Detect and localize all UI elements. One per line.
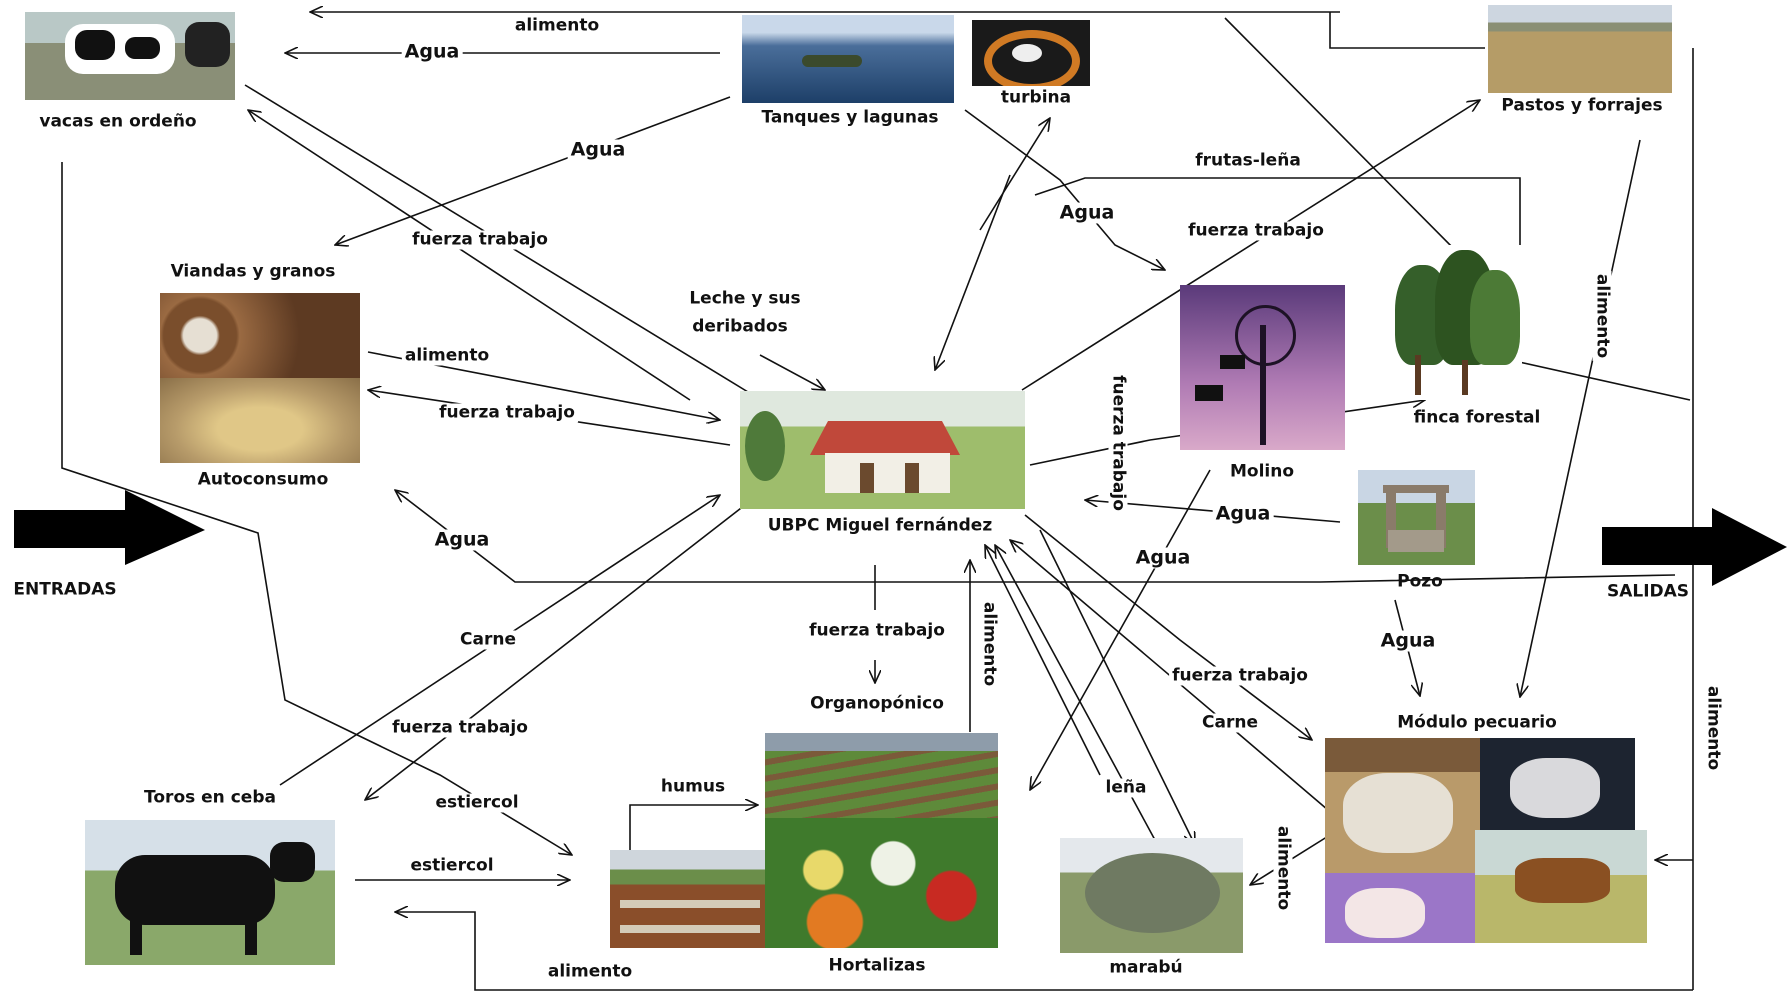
toros-image (85, 820, 335, 965)
edge-agua-molino-hort (1030, 469, 1211, 790)
edge-label-alimento-top: alimento (511, 16, 603, 36)
edge-leche (759, 354, 825, 390)
pozo-image (1358, 470, 1475, 565)
edge-modulo-ubpc (1010, 540, 1329, 811)
edge-label-estiercol-up: estiercol (432, 793, 522, 813)
molino-image (1180, 285, 1345, 450)
edge-ubpc-vacas (248, 110, 691, 401)
edge-label-alimento-bottom: alimento (544, 962, 636, 982)
node-molino: Molino (1229, 461, 1295, 482)
node-viandas: Viandas y granos (170, 261, 336, 282)
edge-label-alimento-pastos: alimento (1592, 270, 1613, 362)
edge-label-fuerza-toros: fuerza trabajo (389, 718, 531, 738)
edge-turbina-ubpc (935, 174, 1011, 370)
edge-label-agua-molino: Agua (1132, 547, 1194, 569)
edge-label-fuerza-modulo: fuerza trabajo (1169, 666, 1311, 686)
edge-pastos-modulo (1520, 139, 1641, 697)
node-ubpc: UBPC Miguel fernández (767, 515, 993, 536)
finca-image (1390, 245, 1522, 400)
edge-label-agua-pozo: Agua (1212, 503, 1274, 525)
ubpc-image (740, 391, 1025, 509)
edge-label-fuerza-vacas: fuerza trabajo (409, 230, 551, 250)
edge-label-leche2: deribados (689, 317, 791, 337)
hortalizas-top-image (765, 733, 998, 818)
edge-label-frutas: frutas-leña (1192, 151, 1304, 171)
edge-label-estiercol-toros: estiercol (407, 856, 497, 876)
modulo-image (1325, 738, 1647, 943)
node-toros: Toros en ceba (144, 787, 276, 808)
edge-agua-viandas (335, 96, 731, 245)
node-hortalizas: Hortalizas (828, 955, 926, 976)
node-autoconsumo: Autoconsumo (197, 469, 329, 490)
edge-pozo-ubpc (1085, 500, 1341, 523)
node-pastos: Pastos y forrajes (1501, 95, 1663, 116)
edge-finca-right (1509, 359, 1691, 401)
viandas-image (160, 293, 360, 463)
edge-ubpc-modulo (1024, 514, 1312, 740)
node-finca: finca forestal (1413, 407, 1541, 428)
edge-agua-molino (964, 109, 1165, 270)
edge-label-agua-auto: Agua (431, 529, 493, 551)
humus-image (610, 850, 765, 948)
node-turbina: turbina (1000, 87, 1072, 108)
salidas-arrow (1602, 508, 1787, 586)
edge-label-alimento-hort: alimento (979, 598, 1000, 690)
marabu-image (1060, 838, 1243, 953)
edge-label-fuerza-pastos: fuerza trabajo (1185, 221, 1327, 241)
edge-label-fuerza-org: fuerza trabajo (806, 621, 948, 641)
entradas-arrow (14, 490, 205, 565)
hortalizas-image (765, 818, 998, 948)
edge-finca-top (1224, 17, 1461, 256)
node-pozo: Pozo (1397, 571, 1443, 592)
edge-label-agua-modulo: Agua (1377, 630, 1439, 652)
edge-label-alimento-viandas: alimento (401, 346, 493, 366)
node-marabu: marabú (1109, 957, 1183, 978)
node-tanques: Tanques y lagunas (761, 107, 939, 128)
edge-label-agua-tanques: Agua (567, 139, 629, 161)
edge-ubpc-marabu (1039, 529, 1195, 845)
edge-label-alimento-marabu: alimento (1273, 822, 1294, 914)
edge-ubpc-toros (365, 504, 746, 800)
edge-label-fuerza-molino: fuerza trabajo (1108, 372, 1129, 514)
node-vacas: vacas en ordeño (39, 111, 197, 132)
edge-ubpc-turbina (979, 118, 1050, 231)
node-organoponico: Organopónico (810, 693, 944, 714)
edge-label-carne-modulo: Carne (1199, 713, 1261, 733)
turbina-image (972, 20, 1090, 86)
node-modulo: Módulo pecuario (1397, 712, 1557, 733)
edge-label-leche: Leche y sus (686, 289, 804, 309)
edge-label-agua-turbina: Agua (1056, 202, 1118, 224)
edge-label-agua-vacas: Agua (401, 41, 463, 63)
edge-agua-auto (395, 490, 1676, 583)
label-salidas: SALIDAS (1606, 581, 1690, 602)
edge-label-lena: leña (1102, 778, 1150, 798)
edge-marabu-ubpc (985, 545, 1101, 776)
label-entradas: ENTRADAS (13, 579, 117, 600)
edge-vacas-estiercol (61, 162, 572, 855)
edge-pastos-top (1329, 12, 1485, 49)
edge-label-humus: humus (657, 777, 729, 797)
vacas-image (25, 12, 235, 100)
tanques-image (742, 15, 954, 103)
edge-ubpc-pastos (1021, 100, 1480, 391)
edge-label-alimento-right: alimento (1703, 682, 1724, 774)
edge-frutas (1034, 177, 1521, 265)
edge-label-carne-toros: Carne (457, 630, 519, 650)
edge-humus (629, 805, 758, 850)
edge-label-fuerza-viandas: fuerza trabajo (436, 403, 578, 423)
edge-alimento-bottom (395, 912, 1693, 991)
pastos-image (1488, 5, 1672, 93)
